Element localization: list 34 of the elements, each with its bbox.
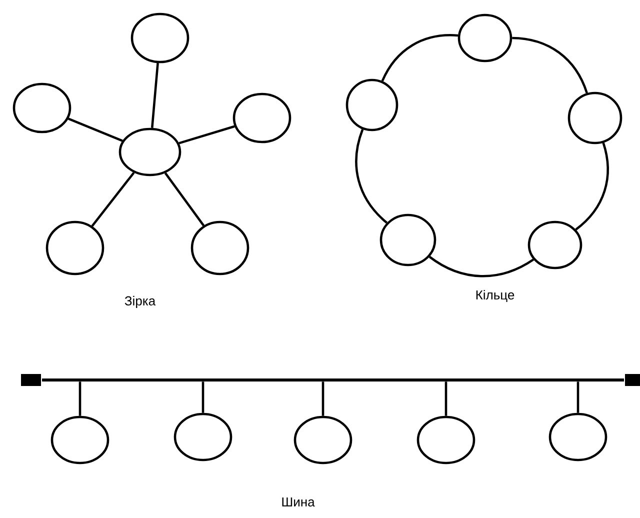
topology-label: Шина xyxy=(282,497,315,507)
link-line xyxy=(68,118,123,142)
drop-line xyxy=(78,382,82,416)
network-node xyxy=(174,412,232,462)
network-node xyxy=(50,416,110,464)
link-line xyxy=(164,172,205,226)
link-line xyxy=(150,62,159,128)
topology-label: Зірка xyxy=(124,296,156,308)
ring-arc xyxy=(575,142,609,230)
network-node xyxy=(416,416,476,464)
topology-label: Кільце xyxy=(476,290,514,302)
ring-arc xyxy=(381,34,458,82)
ring-arc xyxy=(355,129,388,224)
network-node xyxy=(346,78,398,132)
network-node xyxy=(548,412,608,462)
drop-line xyxy=(322,382,324,416)
drop-line xyxy=(576,382,580,413)
network-node xyxy=(46,220,104,276)
link-line xyxy=(91,172,135,227)
network-node xyxy=(528,220,582,270)
network-node xyxy=(380,214,436,266)
drop-line xyxy=(444,382,448,416)
network-node xyxy=(12,82,72,134)
network-node xyxy=(458,14,512,62)
network-node xyxy=(190,220,250,276)
link-line xyxy=(178,125,235,144)
ring-arc xyxy=(428,256,534,278)
network-node xyxy=(294,416,352,464)
network-node xyxy=(568,92,622,144)
ring-arc xyxy=(512,36,588,94)
drop-line xyxy=(202,382,204,413)
network-node xyxy=(130,12,190,64)
network-node xyxy=(232,92,292,144)
network-node xyxy=(118,128,182,176)
